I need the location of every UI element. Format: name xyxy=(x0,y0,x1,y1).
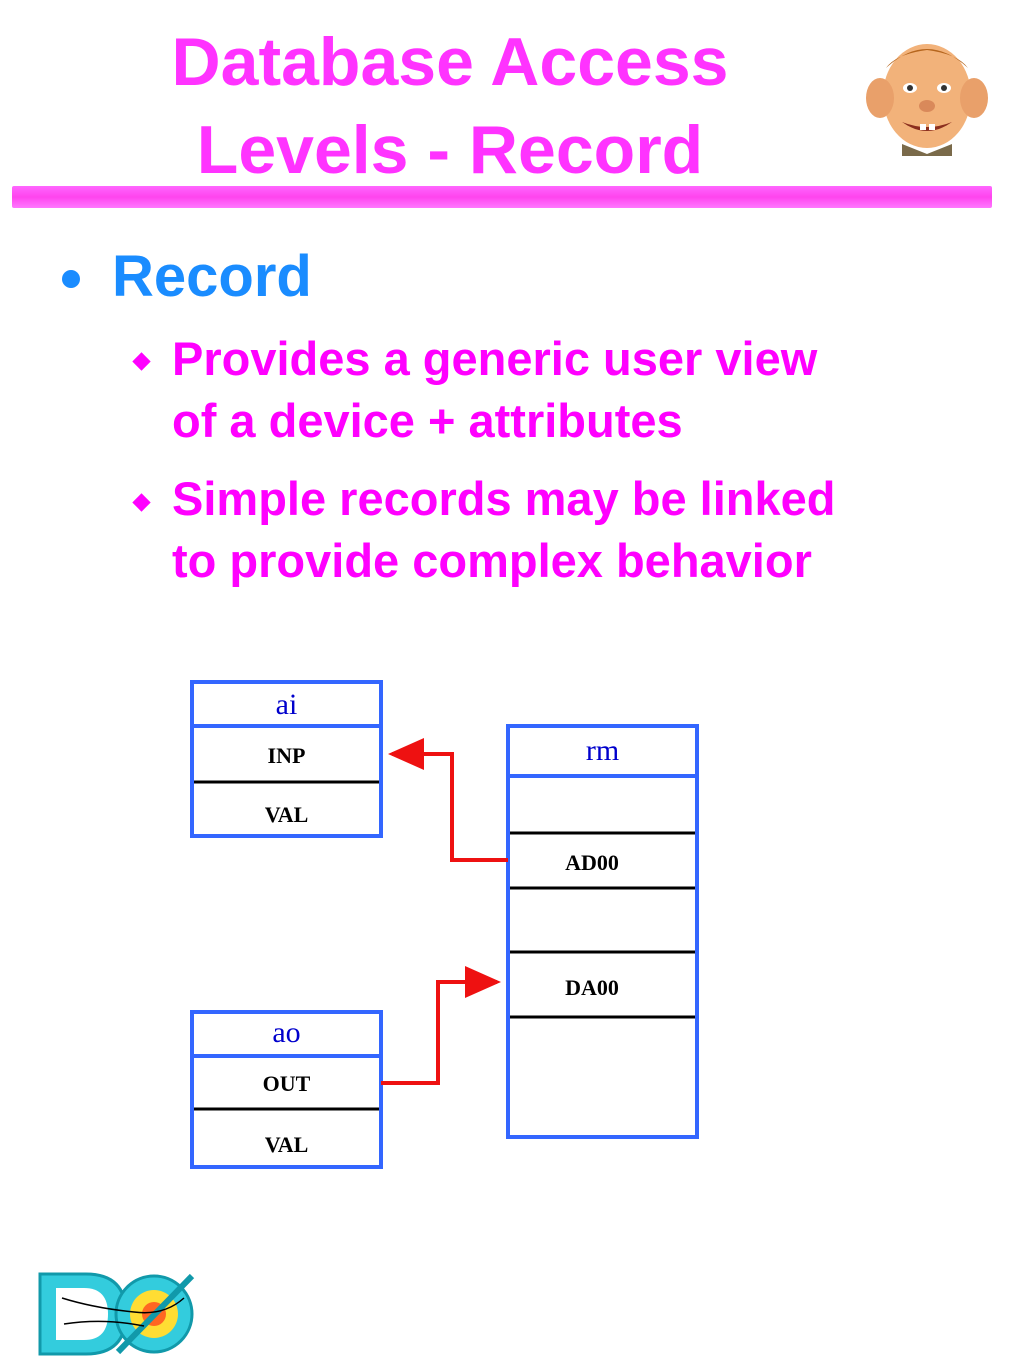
sub-bullet-1-line-1: Provides a generic user view xyxy=(172,332,818,385)
title-line-2: Levels - Record xyxy=(196,112,704,188)
ao-record-box: ao OUT VAL xyxy=(190,1010,383,1169)
ai-field-val: VAL xyxy=(265,802,309,827)
bullet-record: Record xyxy=(112,244,312,309)
sub-bullet-2-line-1: Simple records may be linked xyxy=(172,472,836,525)
ai-record-name: ai xyxy=(276,688,298,721)
rm-record-box: rm AD00 DA00 xyxy=(506,724,699,1139)
ao-field-val: VAL xyxy=(265,1132,309,1157)
ai-field-inp: INP xyxy=(268,743,306,768)
ao-record-name: ao xyxy=(272,1016,300,1049)
sub-bullet-2-line-2: to provide complex behavior xyxy=(172,534,812,587)
sub-bullet-1: Provides a generic user view of a device… xyxy=(172,328,972,452)
sub-bullet-2: Simple records may be linked to provide … xyxy=(172,468,972,592)
link-out-to-da00 xyxy=(381,966,501,1085)
ao-field-out: OUT xyxy=(263,1071,311,1096)
slide-title: Database Access Levels - Record xyxy=(130,18,770,194)
link-ad00-to-inp xyxy=(388,738,508,862)
rm-field-da00: DA00 xyxy=(565,975,619,1000)
rm-field-ad00: AD00 xyxy=(565,850,619,875)
ai-record-box: ai INP VAL xyxy=(190,680,383,838)
d0-logo-icon xyxy=(38,1272,195,1356)
title-line-1: Database Access xyxy=(171,24,729,100)
sub-bullet-1-line-2: of a device + attributes xyxy=(172,394,683,447)
bullet-dot-icon xyxy=(62,270,80,288)
mascot-face-icon xyxy=(866,44,988,156)
title-divider xyxy=(12,186,992,208)
rm-record-name: rm xyxy=(586,734,619,767)
